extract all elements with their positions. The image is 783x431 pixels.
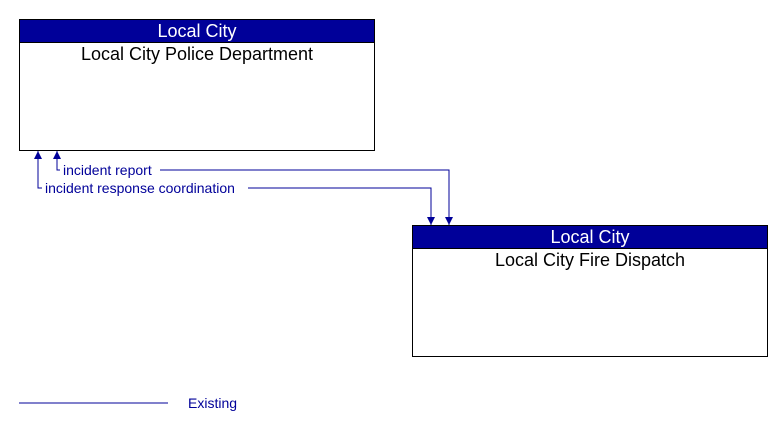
flow-incident-report-line[interactable] xyxy=(56,151,450,225)
node-title-police: Local City Police Department xyxy=(80,44,314,64)
flow-label-bg-incident-report xyxy=(60,161,160,179)
node-title-fire: Local City Fire Dispatch xyxy=(494,250,686,270)
flow-incident-report-arrow-fire xyxy=(445,217,453,225)
flow-incident-report-arrow-police xyxy=(53,151,61,159)
flow-incident-response-coordination-arrow-fire xyxy=(427,217,435,225)
flow-label-incident-report: incident report xyxy=(63,162,152,178)
flow-label-incident-response-coordination: incident response coordination xyxy=(45,180,235,196)
flow-label-bg-incident-response-coordination xyxy=(42,179,248,197)
node-header-fire: Local City xyxy=(413,226,767,249)
node-header-police: Local City xyxy=(20,20,374,43)
flow-incident-response-coordination-arrow-police xyxy=(34,151,42,159)
legend-existing-label: Existing xyxy=(188,395,238,411)
node-local-city-fire-dispatch[interactable]: Local City Local City Fire Dispatch xyxy=(412,225,768,357)
node-local-city-police-department[interactable]: Local City Local City Police Department xyxy=(19,19,375,151)
